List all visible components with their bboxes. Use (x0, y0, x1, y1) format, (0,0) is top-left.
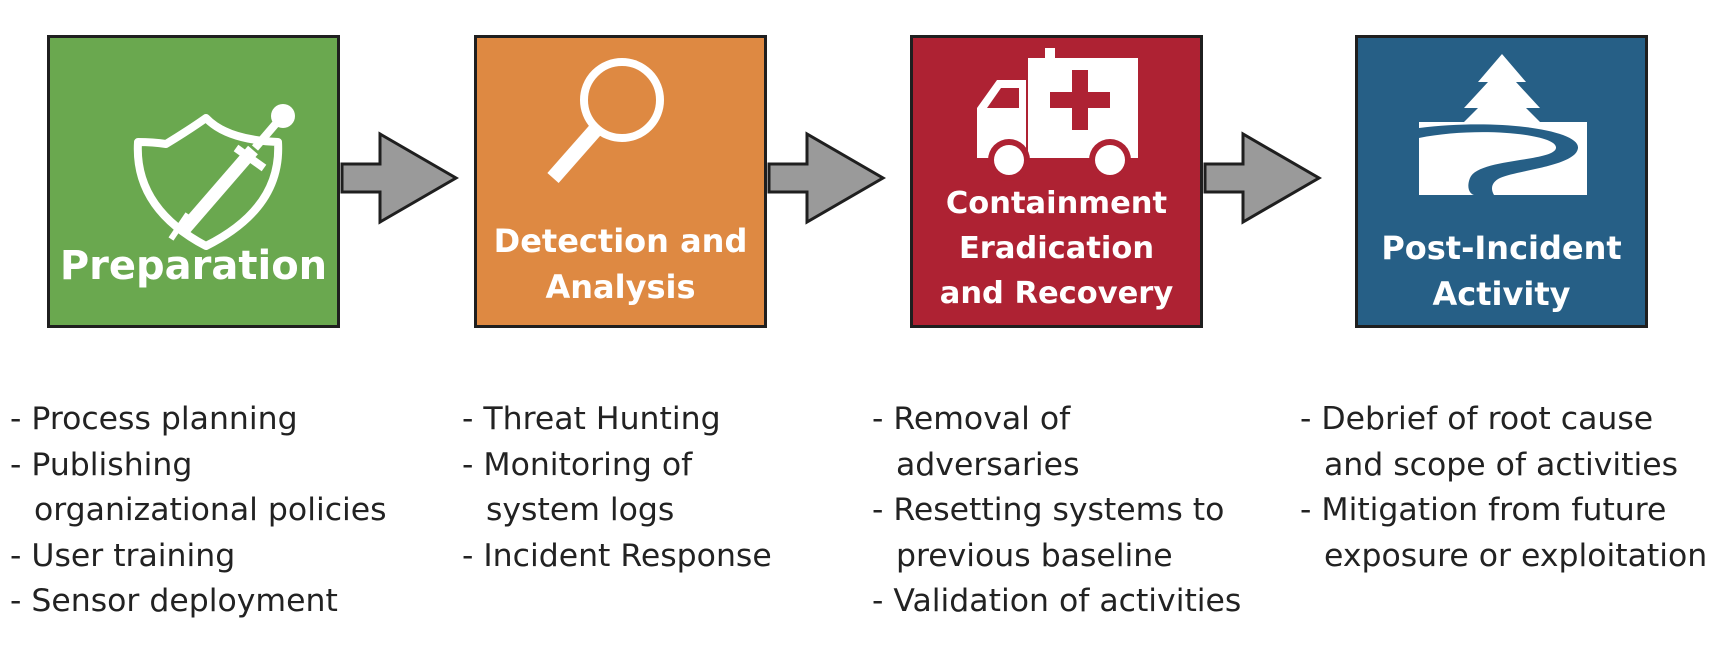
stage-title: Containment Eradication and Recovery (913, 181, 1200, 316)
arrow-shape (1203, 131, 1322, 225)
stage-title-line: Post-Incident (1381, 229, 1622, 267)
stage-title: Post-Incident Activity (1358, 225, 1645, 317)
stage-title-line: Detection and (493, 222, 748, 260)
magnifying-glass-icon (547, 58, 664, 183)
tree-river-icon (1419, 54, 1587, 195)
stage-preparation-list: Process planning Publishingorganizationa… (10, 397, 387, 625)
stage-detection-box: Detection and Analysis (474, 35, 767, 328)
stage-post-incident-box: Post-Incident Activity (1355, 35, 1648, 328)
flow-arrow (767, 131, 886, 225)
stage-containment-box: Containment Eradication and Recovery (910, 35, 1203, 328)
ambulance-icon (977, 48, 1138, 181)
stage-title-line: Analysis (545, 268, 696, 306)
list-item: Incident Response (462, 534, 771, 580)
flow-arrow (340, 131, 459, 225)
list-item: Validation of activities (872, 579, 1241, 625)
stage-title-line: Preparation (59, 243, 328, 289)
stage-title-line: Activity (1432, 275, 1571, 313)
list-item: Sensor deployment (10, 579, 387, 625)
shield-syringe-icon (133, 104, 295, 250)
stage-preparation-box: Preparation (47, 35, 340, 328)
stage-title-line: Eradication (958, 231, 1155, 266)
stage-title-line: Containment (945, 186, 1168, 221)
stage-title: Preparation (50, 243, 337, 289)
stage-title-line: and Recovery (939, 276, 1174, 311)
arrow-shape (340, 131, 459, 225)
list-item: Process planning (10, 397, 387, 443)
flow-arrow (1203, 131, 1322, 225)
stage-title: Detection and Analysis (477, 218, 764, 310)
list-item: Threat Hunting (462, 397, 772, 443)
arrow-shape (767, 131, 886, 225)
list-item: User training (10, 534, 387, 580)
